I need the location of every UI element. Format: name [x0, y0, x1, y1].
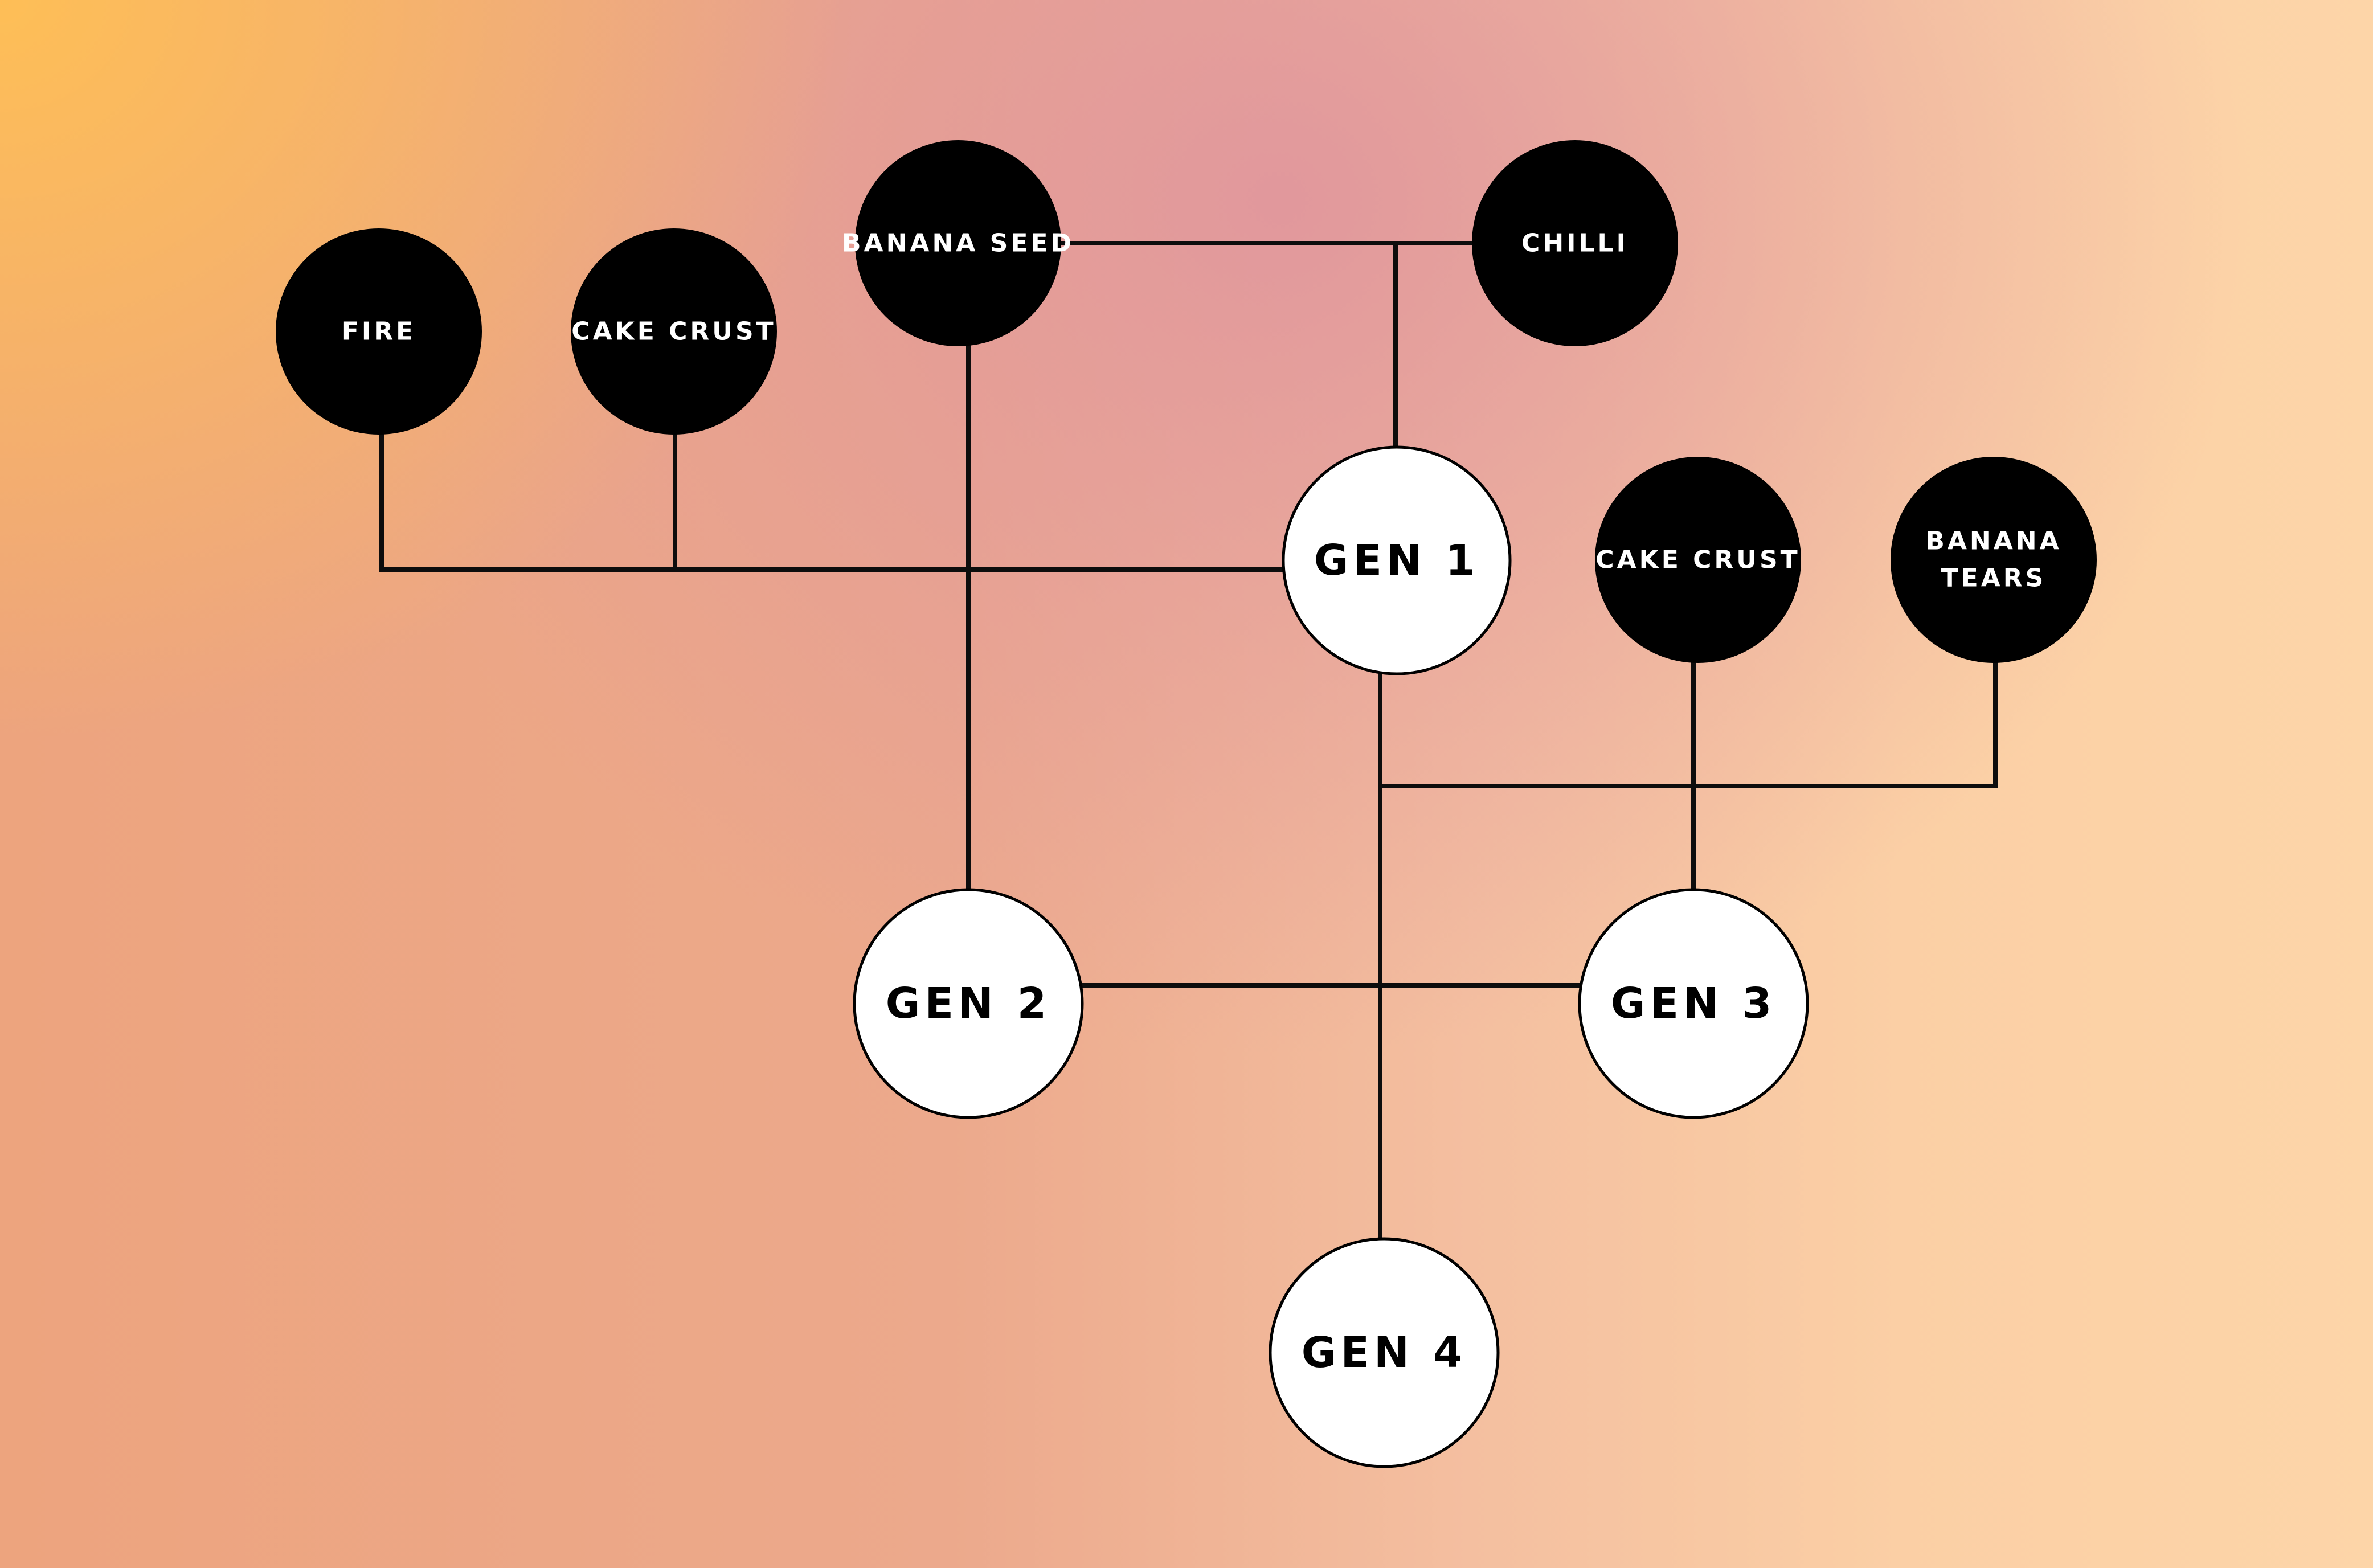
node-chilli: CHILLI: [1472, 140, 1678, 346]
node-fire-label: FIRE: [342, 317, 416, 346]
node-gen-2: GEN 2: [853, 888, 1084, 1119]
node-banana-tears-label-line1: BANANA: [1925, 527, 2061, 556]
node-cake-crust-right: CAKE CRUST: [1595, 457, 1801, 663]
node-banana-seed-label: BANANA SEED: [842, 229, 1074, 258]
node-banana-seed: BANANA SEED: [842, 140, 1074, 346]
node-banana-tears: BANANA TEARS: [1891, 457, 2097, 663]
node-gen-2-label: GEN 2: [886, 979, 1051, 1028]
node-cake-crust-top: CAKE CRUST: [571, 228, 777, 435]
node-gen-3: GEN 3: [1578, 888, 1809, 1119]
node-fire: FIRE: [276, 228, 482, 435]
node-cake-crust-right-label: CAKE CRUST: [1595, 546, 1800, 575]
connector-fire-to-gen1: [379, 431, 1284, 572]
node-gen-4-label: GEN 4: [1302, 1328, 1467, 1377]
connector-banana-tears-branch: [1378, 658, 1998, 788]
connectors: [379, 241, 1998, 1243]
node-gen-4: GEN 4: [1269, 1237, 1500, 1468]
node-gen-1: GEN 1: [1282, 445, 1512, 675]
node-chilli-label: CHILLI: [1521, 229, 1629, 258]
node-gen-1-label: GEN 1: [1314, 536, 1479, 585]
node-banana-tears-label-line2: TEARS: [1941, 564, 2047, 593]
node-cake-crust-top-label: CAKE CRUST: [571, 317, 776, 346]
node-gen-3-label: GEN 3: [1611, 979, 1776, 1028]
